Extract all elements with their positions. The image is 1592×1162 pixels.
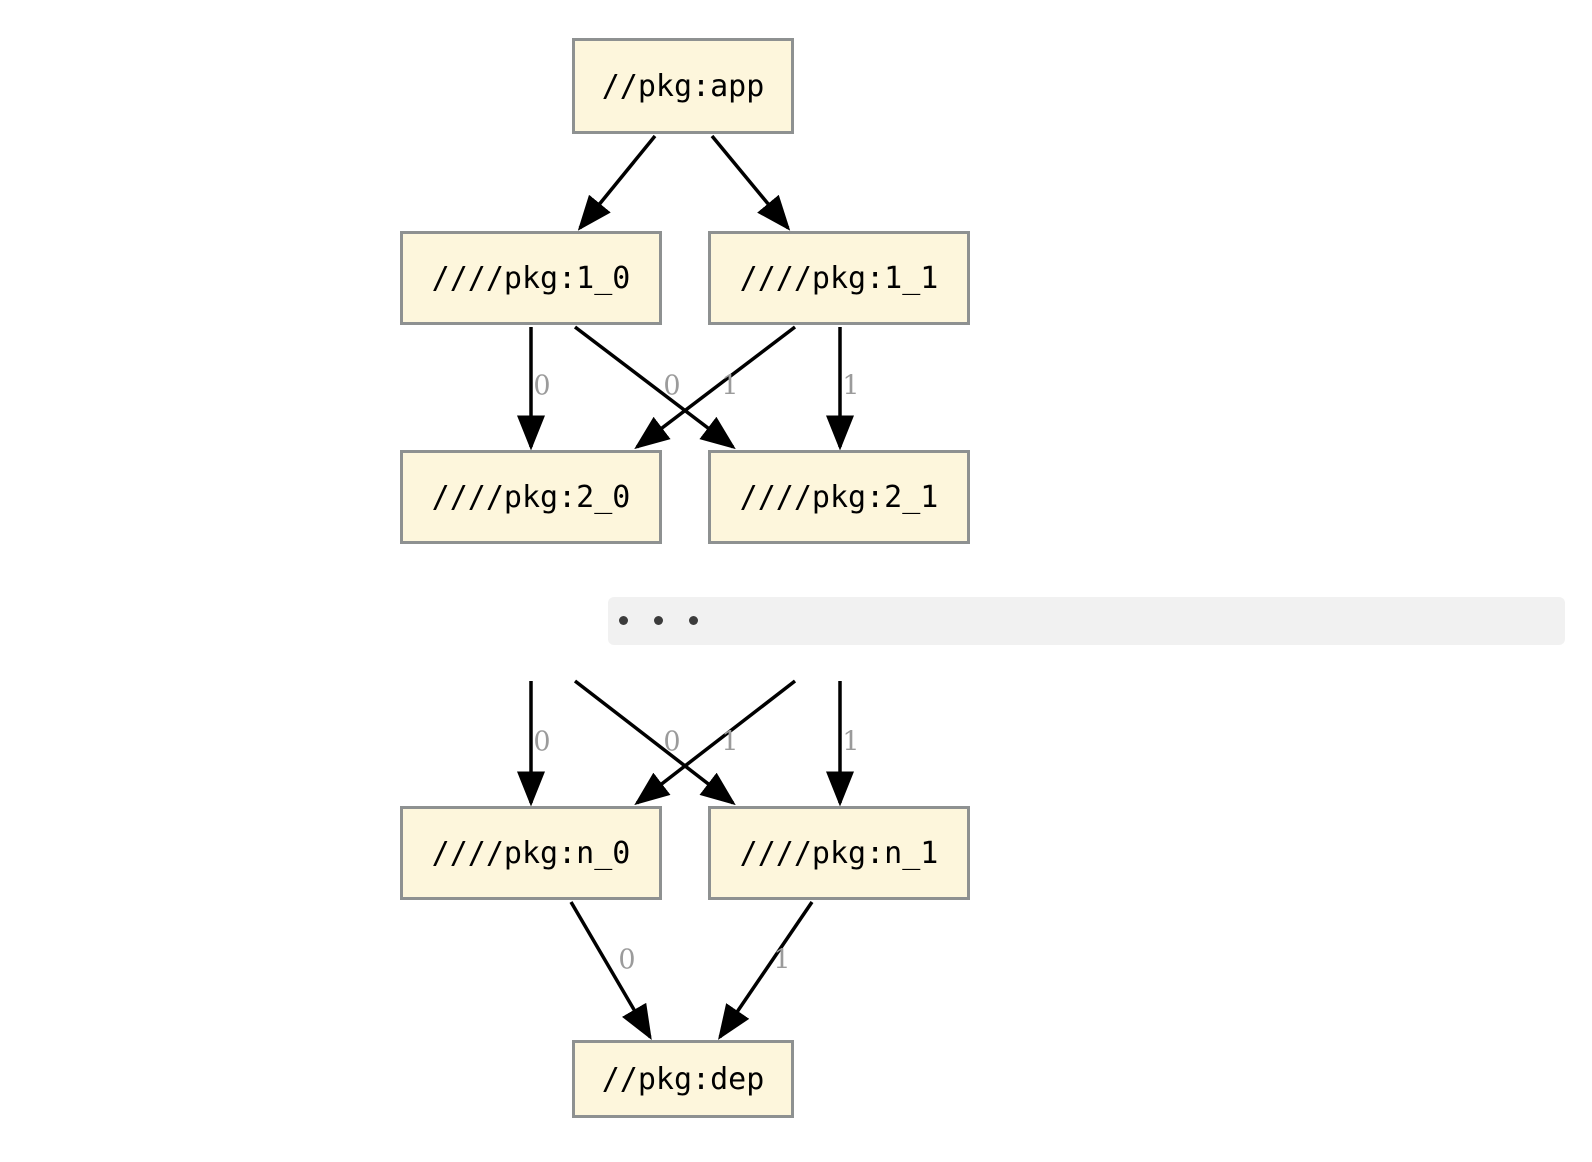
graph-edge-label: 1 (773, 944, 791, 976)
graph-node-label: ////pkg:2_1 (739, 479, 939, 515)
graph-node-l2_1[interactable]: ////pkg:2_1 (708, 450, 970, 544)
graph-node-label: ////pkg:1_0 (431, 260, 631, 296)
graph-edge-label: 1 (721, 726, 739, 758)
graph-edge-label: 0 (533, 370, 551, 402)
graph-edge-label: 0 (663, 726, 681, 758)
graph-edge-arrow (710, 134, 791, 231)
graph-edge-arrow (569, 901, 652, 1041)
graph-edge-arrow (577, 134, 657, 231)
graph-edge-label: 0 (618, 944, 636, 976)
graph-node-l1_0[interactable]: ////pkg:1_0 (400, 231, 662, 325)
graph-edge-label: 0 (533, 726, 551, 758)
graph-edge-label: 1 (842, 370, 860, 402)
graph-edge-arrow (573, 325, 736, 450)
graph-edge-label: 0 (663, 370, 681, 402)
graph-node-l2_0[interactable]: ////pkg:2_0 (400, 450, 662, 544)
graph-node-ln_0[interactable]: ////pkg:n_0 (400, 806, 662, 900)
graph-edge-arrow (718, 901, 814, 1040)
graph-edge-label: 1 (721, 370, 739, 402)
graph-edge-label: 1 (842, 726, 860, 758)
graph-node-label: ////pkg:n_0 (431, 835, 631, 871)
graph-node-label: ////pkg:1_1 (739, 260, 939, 296)
graph-edge-arrow (634, 679, 797, 806)
graph-node-dep[interactable]: //pkg:dep (572, 1040, 794, 1118)
graph-node-app[interactable]: //pkg:app (572, 38, 794, 134)
ellipsis-dot (619, 616, 628, 625)
graph-node-label: //pkg:app (601, 68, 765, 104)
graph-node-label: ////pkg:2_0 (431, 479, 631, 515)
ellipsis-dot (689, 616, 698, 625)
graph-edge-arrow (634, 325, 797, 450)
ellipsis-dots (619, 616, 698, 625)
graph-edge-arrow (573, 679, 736, 806)
ellipsis-separator-band (608, 597, 1565, 645)
graph-node-ln_1[interactable]: ////pkg:n_1 (708, 806, 970, 900)
ellipsis-dot (654, 616, 663, 625)
graph-node-l1_1[interactable]: ////pkg:1_1 (708, 231, 970, 325)
edge-lines (517, 134, 854, 1041)
graph-node-label: ////pkg:n_1 (739, 835, 939, 871)
graph-node-label: //pkg:dep (601, 1061, 765, 1097)
